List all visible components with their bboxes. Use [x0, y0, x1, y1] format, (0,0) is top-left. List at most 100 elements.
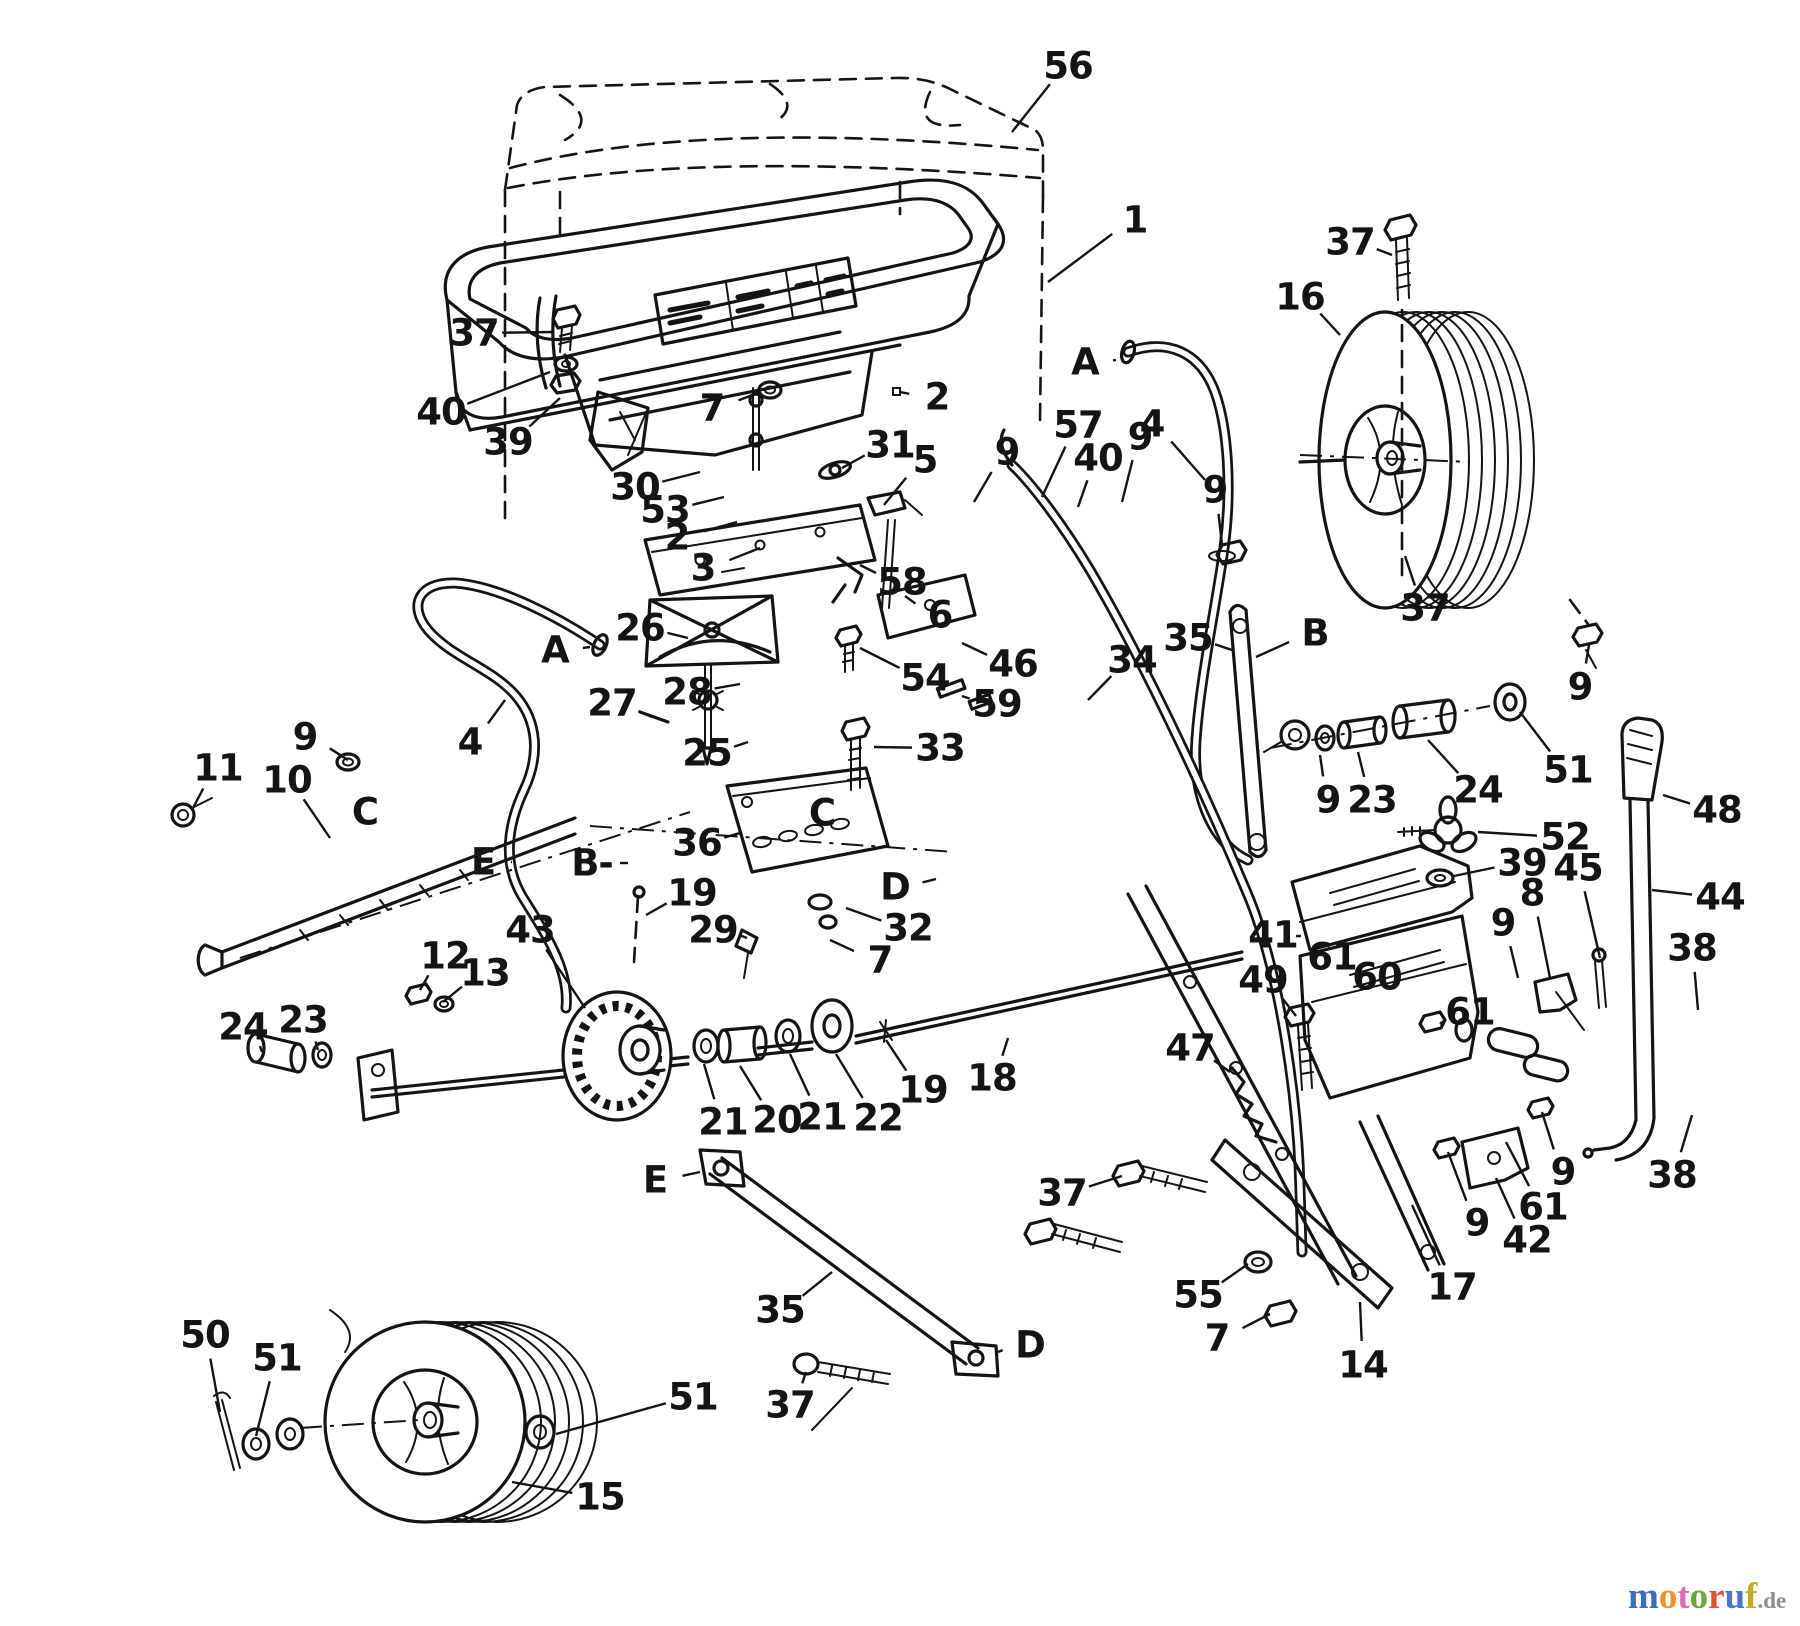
leader-line-9	[1217, 513, 1224, 546]
part-label-A: A	[541, 629, 570, 672]
part-label-51: 51	[668, 1376, 718, 1419]
part-label-7: 7	[868, 939, 893, 982]
leader-line-29	[739, 934, 748, 940]
leader-line-11	[190, 787, 205, 811]
hitch-assembly	[1023, 884, 1446, 1328]
leader-line-55	[1221, 1263, 1249, 1284]
part-label-61: 61	[1445, 991, 1495, 1034]
top-right-bolt	[1383, 213, 1418, 301]
leader-line-39	[1453, 866, 1495, 878]
leader-line-54	[859, 646, 901, 670]
part-label-7: 7	[1205, 1317, 1230, 1360]
leader-line-26	[667, 631, 689, 640]
leader-line-D	[922, 877, 937, 884]
leader-line-7	[829, 938, 855, 953]
part-label-31: 31	[865, 424, 915, 467]
part-label-37: 37	[765, 1384, 815, 1427]
leader-line-51	[555, 1402, 667, 1436]
leader-line-53	[692, 495, 725, 507]
part-label-30: 30	[610, 466, 660, 509]
leader-line-22	[834, 1053, 864, 1099]
part-label-20: 20	[752, 1099, 802, 1142]
part-label-9: 9	[1491, 902, 1516, 945]
part-label-39: 39	[1497, 842, 1547, 885]
part-label-4: 4	[1140, 403, 1165, 446]
part-label-40: 40	[1073, 437, 1123, 480]
leader-line-35	[1214, 643, 1233, 652]
leader-line-19	[884, 1039, 908, 1072]
leader-line-4	[486, 699, 506, 725]
watermark-letter: t	[1677, 1576, 1690, 1617]
leader-line-9	[1584, 644, 1591, 664]
part-label-54: 54	[900, 657, 950, 700]
leader-line-61	[1504, 1141, 1531, 1187]
part-label-29: 29	[688, 909, 738, 952]
leader-line-24	[258, 1045, 264, 1053]
slide-plate-36	[632, 766, 890, 979]
part-label-2: 2	[925, 376, 950, 419]
leader-line-44	[1651, 888, 1693, 896]
part-label-17: 17	[1427, 1266, 1477, 1309]
part-label-B-: B-	[571, 842, 613, 885]
part-label-51: 51	[252, 1337, 302, 1380]
shift-rod-34	[999, 428, 1308, 1258]
part-label-51: 51	[1543, 749, 1593, 792]
leader-line-34	[1087, 675, 1113, 701]
leader-line-7	[738, 390, 761, 402]
leader-line-9	[1509, 945, 1520, 979]
part-label-19: 19	[898, 1069, 948, 1112]
leader-line-37	[1376, 247, 1393, 257]
leader-line-E	[682, 1170, 701, 1177]
part-label-15: 15	[575, 1476, 625, 1519]
leader-line-13	[442, 985, 463, 1003]
watermark-logo: motoruf.de	[1628, 1578, 1798, 1620]
leader-line-17	[1410, 1204, 1441, 1266]
hopper-tub	[443, 178, 1006, 472]
part-label-35: 35	[755, 1289, 805, 1332]
part-label-11: 11	[193, 747, 243, 790]
leader-line-5	[883, 476, 908, 506]
watermark-suffix: .de	[1757, 1588, 1787, 1613]
leader-line-19	[645, 902, 668, 917]
leader-line-51	[254, 1380, 271, 1437]
part-label-42: 42	[1502, 1219, 1552, 1262]
leader-line-2	[899, 390, 910, 395]
leader-line-37	[1088, 1174, 1123, 1188]
part-label-23: 23	[1347, 779, 1397, 822]
part-label-12: 12	[420, 935, 470, 978]
left-fasteners	[246, 982, 455, 1074]
part-label-37: 37	[449, 312, 499, 355]
bracket-cluster	[1230, 795, 1607, 1190]
part-label-58: 58	[877, 561, 927, 604]
leader-line-40	[466, 370, 551, 405]
leader-line-33	[873, 745, 913, 749]
leader-line-32	[845, 906, 882, 922]
leader-line-49	[1280, 996, 1297, 1017]
part-label-50: 50	[180, 1314, 230, 1357]
left-frame-tube	[335, 577, 609, 1014]
part-label-35: 35	[1163, 617, 1213, 660]
leader-line-37	[1403, 555, 1417, 586]
part-label-38: 38	[1667, 927, 1717, 970]
leader-line-9	[1446, 1151, 1468, 1202]
part-label-47: 47	[1165, 1027, 1215, 1070]
leader-line-18	[1001, 1037, 1010, 1057]
part-label-D: D	[880, 866, 910, 909]
leader-line-8	[1536, 916, 1552, 979]
leader-line-14	[1358, 1301, 1363, 1342]
part-label-21: 21	[797, 1096, 847, 1139]
watermark-letter: o	[1689, 1576, 1709, 1617]
handle-assembly	[1582, 716, 1664, 1162]
watermark-letter: r	[1708, 1576, 1725, 1617]
part-label-38: 38	[1647, 1154, 1697, 1197]
part-label-37: 37	[1400, 587, 1450, 630]
part-label-19: 19	[667, 872, 717, 915]
leader-line-51	[1519, 711, 1552, 753]
part-label-B: B	[1301, 612, 1328, 655]
leader-line-40	[1076, 479, 1089, 508]
hopper-lid-dashed	[503, 76, 1045, 522]
part-label-48: 48	[1692, 789, 1742, 832]
part-label-43: 43	[505, 909, 555, 952]
cross-bar-10	[170, 797, 956, 977]
part-label-24: 24	[218, 1006, 268, 1049]
